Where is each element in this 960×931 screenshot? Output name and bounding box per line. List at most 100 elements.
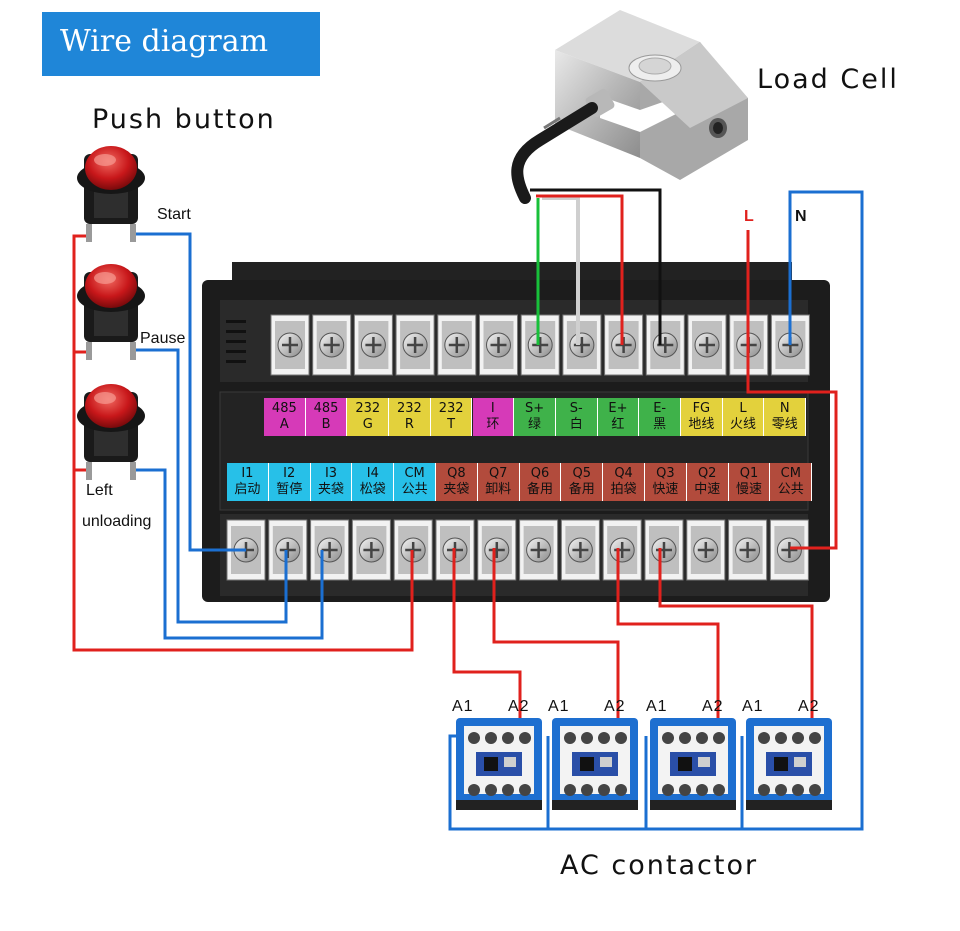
load-cell-wires: [530, 188, 662, 345]
contactor-icon-3: [650, 718, 736, 810]
top-terminal-code: E+: [608, 401, 628, 416]
bottom-terminal-function: 拍袋: [610, 482, 637, 497]
contactor-a2-label: A2: [604, 698, 626, 715]
live-label: L: [744, 208, 754, 225]
start-label: Start: [157, 206, 191, 223]
top-terminal-code: 232: [355, 401, 381, 416]
top-terminal-function: 白: [569, 417, 583, 432]
top-terminal-7: S+绿: [514, 398, 556, 436]
top-terminal-code: E-: [653, 401, 667, 416]
top-terminal-function: 零线: [771, 417, 798, 432]
push-button-icon-1: [77, 146, 145, 242]
bottom-terminal-code: Q8: [447, 466, 466, 481]
load-cell-label: Load Cell: [757, 64, 899, 95]
bottom-screw-2: [268, 519, 308, 581]
top-terminal-code: S+: [524, 401, 545, 416]
bottom-terminal-function: 公共: [401, 482, 428, 497]
contactor-icon-1: [456, 718, 542, 810]
contactor-a1-label: A1: [646, 698, 668, 715]
top-terminal-function: T: [447, 417, 456, 432]
push-button-icon-3: [77, 384, 145, 480]
bottom-terminal-code: Q3: [656, 466, 675, 481]
diagram-title: Wire diagram: [60, 24, 269, 59]
top-terminal-8: S-白: [555, 398, 598, 436]
bottom-terminal-function: 卸料: [485, 482, 512, 497]
top-screw-2: [312, 314, 352, 376]
power-wires: [448, 190, 864, 831]
bottom-screw-14: [769, 519, 809, 581]
top-screw-4: [395, 314, 435, 376]
top-terminal-code: N: [779, 401, 790, 416]
push-button-icon-2: [77, 264, 145, 360]
bottom-terminal-function: 备用: [568, 482, 595, 497]
bottom-terminal-function: 启动: [234, 482, 261, 497]
contactor-icon-2: [552, 718, 638, 810]
top-terminal-function: B: [321, 417, 331, 432]
bottom-terminal-function: 中速: [694, 482, 721, 497]
load-cell-icon: [511, 10, 748, 204]
top-terminal-function: 黑: [653, 417, 667, 432]
top-terminal-code: FG: [692, 401, 711, 416]
top-terminal-function: 环: [486, 417, 500, 432]
bottom-terminal-function: 松袋: [359, 482, 386, 497]
bottom-terminal-code: Q4: [614, 466, 633, 481]
top-terminal-function: 绿: [528, 417, 542, 432]
title-banner: [42, 12, 320, 76]
neutral-label: N: [795, 208, 807, 225]
bottom-terminal-function: 快速: [652, 482, 679, 497]
top-terminal-code: 232: [438, 401, 464, 416]
contactor-a1-label: A1: [742, 698, 764, 715]
left-unloading-label-line1: Left: [86, 482, 113, 499]
top-terminal-9: E+红: [597, 398, 640, 436]
input-wires: [72, 232, 414, 652]
top-terminal-code: 485: [271, 401, 297, 416]
bottom-terminal-code: Q2: [697, 466, 717, 481]
bottom-screw-8: [519, 519, 559, 581]
bottom-screw-9: [560, 519, 600, 581]
bottom-terminal-function: 夹袋: [317, 482, 344, 497]
top-screw-5: [437, 314, 477, 376]
top-terminal-code: 485: [313, 401, 339, 416]
bottom-terminal-code: CM: [780, 466, 801, 481]
left-unloading-label-line2: unloading: [82, 513, 152, 530]
contactor-a2-label: A2: [702, 698, 724, 715]
bottom-terminal-code: Q7: [488, 466, 508, 481]
bottom-screw-10: [602, 519, 642, 581]
top-terminal-function: A: [279, 417, 289, 432]
push-buttons: [77, 146, 145, 480]
bottom-terminal-code: I4: [366, 466, 379, 481]
top-screw-6: [479, 314, 518, 376]
bottom-screw-13: [728, 519, 768, 581]
top-terminal-function: R: [404, 417, 414, 432]
top-screw-9: [604, 314, 644, 376]
contactor-a1-label: A1: [452, 698, 474, 715]
bottom-terminal-code: CM: [404, 466, 425, 481]
top-screw-8: [562, 314, 602, 376]
bottom-terminal-function: 公共: [777, 482, 804, 497]
pause-label: Pause: [140, 330, 186, 347]
contactor-a2-label: A2: [798, 698, 820, 715]
ac-contactor-label: AC contactor: [560, 850, 759, 881]
contactor-a1-label: A1: [548, 698, 570, 715]
bottom-screw-11: [644, 519, 684, 581]
contactor-icon-4: [746, 718, 832, 810]
push-button-label: Push button: [92, 104, 276, 135]
top-terminal-code: S-: [569, 401, 583, 416]
top-terminal-function: 红: [611, 417, 625, 432]
